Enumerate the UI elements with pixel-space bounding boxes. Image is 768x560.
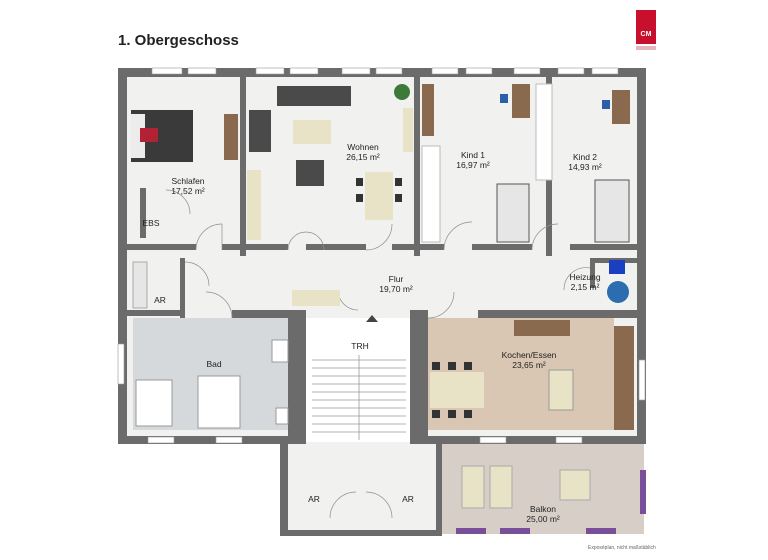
- plan-title: 1. Obergeschoss: [118, 32, 239, 49]
- coffee-table: [293, 120, 331, 144]
- bed-kind1: [496, 183, 530, 243]
- label-heizung: Heizung: [569, 272, 600, 282]
- area-kind2: 14,93 m²: [568, 162, 602, 172]
- balcony-furniture: [461, 465, 591, 509]
- kitchen-counter: [514, 320, 570, 336]
- sink: [271, 339, 289, 363]
- area-kochen: 23,65 m²: [512, 360, 546, 370]
- flur-bench: [292, 290, 340, 306]
- shower: [197, 375, 241, 429]
- label-flur: Flur: [389, 274, 404, 284]
- shelf-kind1: [422, 84, 434, 136]
- logo-text: CM: [640, 31, 652, 38]
- bed-kind2: [594, 179, 630, 243]
- sofa: [249, 86, 351, 152]
- toilet: [275, 407, 289, 425]
- trh-floor: [306, 318, 416, 443]
- company-logo: CM: [636, 10, 656, 50]
- area-wohnen: 26,15 m²: [346, 152, 380, 162]
- stair-lower-floor: [288, 442, 438, 534]
- plan-note: Exposéplan, nicht maßstäblich: [588, 545, 656, 551]
- label-schlafen: Schlafen: [171, 176, 204, 186]
- armchair: [296, 160, 324, 186]
- bathtub: [135, 379, 173, 427]
- kitchen-side-counter: [614, 326, 634, 430]
- tv-board: [403, 108, 413, 152]
- label-ar-bottom-right: AR: [402, 494, 414, 504]
- sideboard: [247, 170, 261, 240]
- chair-kind2: [602, 100, 610, 109]
- dining-set-kitchen: [430, 362, 484, 418]
- area-flur: 19,70 m²: [379, 284, 413, 294]
- area-heizung: 2,15 m²: [571, 282, 600, 292]
- dining-set-wohnen: [356, 172, 402, 220]
- label-kind1: Kind 1: [461, 150, 485, 160]
- bed-double: [131, 110, 193, 162]
- label-kochen: Kochen/Essen: [502, 350, 557, 360]
- planters: [456, 470, 646, 534]
- desk-kind1: [512, 84, 530, 118]
- boiler: [609, 260, 625, 274]
- stairs: [312, 355, 406, 440]
- chair-kind1: [500, 94, 508, 103]
- stair-arrow: [366, 315, 378, 322]
- wardrobe-kind2: [535, 83, 553, 181]
- wardrobe-schlafen: [224, 114, 238, 160]
- label-ebs: EBS: [142, 218, 159, 228]
- area-balkon: 25,00 m²: [526, 514, 560, 524]
- tank: [607, 281, 629, 303]
- logo-underline: [636, 46, 656, 50]
- label-wohnen: Wohnen: [347, 142, 379, 152]
- area-kind1: 16,97 m²: [456, 160, 490, 170]
- area-schlafen: 17,52 m²: [171, 186, 205, 196]
- label-balkon: Balkon: [530, 504, 556, 514]
- label-trh: TRH: [351, 341, 368, 351]
- kitchen-island: [548, 369, 574, 411]
- label-ar-bottom-left: AR: [308, 494, 320, 504]
- label-ar-left: AR: [154, 295, 166, 305]
- label-bad: Bad: [206, 359, 221, 369]
- ar-shelf: [132, 261, 148, 309]
- door-swings: [165, 189, 591, 519]
- desk-kind2: [612, 90, 630, 124]
- plant: [394, 84, 410, 100]
- label-kind2: Kind 2: [573, 152, 597, 162]
- wardrobe-kind1: [421, 145, 441, 243]
- windows: [117, 67, 646, 444]
